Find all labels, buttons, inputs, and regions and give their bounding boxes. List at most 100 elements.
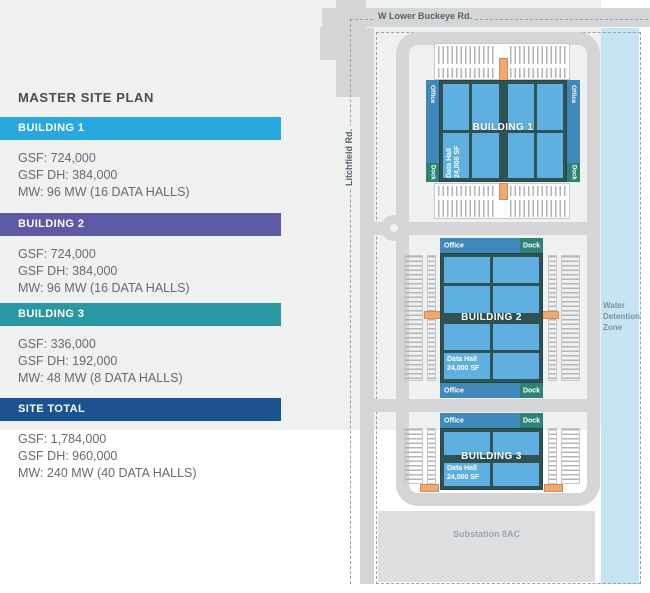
utility-connector xyxy=(424,311,441,319)
data-hall xyxy=(472,84,499,130)
data-hall xyxy=(444,323,490,350)
data-hall xyxy=(493,463,539,486)
dock-box: Dock xyxy=(520,383,543,398)
generator-row xyxy=(510,186,568,196)
campus-ring-road xyxy=(396,32,600,506)
substation-pad: Substation 8AC xyxy=(378,511,595,582)
building1-name: BUILDING 1 xyxy=(472,122,534,133)
roundabout xyxy=(381,215,407,241)
office-label: Office xyxy=(444,387,464,394)
building2-office-south: Office Dock xyxy=(440,383,543,398)
office-label: Office xyxy=(444,242,464,249)
data-hall xyxy=(443,132,470,178)
building1-data-halls xyxy=(439,80,567,182)
generator-row xyxy=(561,255,580,381)
office-strip: Office xyxy=(440,238,520,253)
generator-row xyxy=(438,200,496,217)
buckeye-road xyxy=(322,8,650,27)
building3-generator-yard-east xyxy=(546,428,580,484)
hall-row xyxy=(444,463,539,486)
dock-label: Dock xyxy=(570,165,577,180)
generator-row xyxy=(510,46,568,64)
data-hall-size-label: Data Hall 24,000 SF xyxy=(447,465,480,481)
hall-row xyxy=(444,352,539,379)
hall-column xyxy=(472,84,499,178)
office-strip: Office xyxy=(440,413,520,428)
stat-line: GSF: 724,000 xyxy=(18,151,96,165)
litchfield-road-label: Litchfield Rd. xyxy=(344,126,354,189)
building2-stats: GSF: 724,000 GSF DH: 384,000 MW: 96 MW (… xyxy=(18,246,190,297)
stat-line: MW: 96 MW (16 DATA HALLS) xyxy=(18,185,190,199)
litchfield-centerline xyxy=(350,19,351,584)
dock-box: Dock xyxy=(520,413,543,428)
utility-connector xyxy=(542,311,559,319)
data-hall xyxy=(444,432,490,455)
stat-line: GSF DH: 384,000 xyxy=(18,264,118,278)
building2-name: BUILDING 2 xyxy=(461,312,522,323)
utility-connector xyxy=(499,183,508,200)
hall-row xyxy=(444,286,539,313)
generator-row xyxy=(427,428,436,484)
generator-row xyxy=(510,68,568,78)
data-hall xyxy=(444,463,490,486)
dock-box: Dock xyxy=(520,238,543,253)
data-hall xyxy=(443,84,470,130)
building1-dock-west: Dock xyxy=(426,163,439,182)
generator-row xyxy=(438,46,496,64)
stat-line: GSF DH: 192,000 xyxy=(18,354,118,368)
page-title: MASTER SITE PLAN xyxy=(18,90,154,105)
stat-line: GSF: 724,000 xyxy=(18,247,96,261)
site-total-stats: GSF: 1,784,000 GSF DH: 960,000 MW: 240 M… xyxy=(18,431,197,482)
building2-office-north: Office Dock xyxy=(440,238,543,253)
building3-generator-yard-west xyxy=(404,428,438,484)
data-hall-size-label: Data Hall 24,000 SF xyxy=(447,356,480,372)
building1-dock-east: Dock xyxy=(567,163,580,182)
building3-data-halls xyxy=(440,428,543,490)
boundary-road xyxy=(360,28,374,584)
water-detention-zone xyxy=(601,28,639,584)
building3-stats: GSF: 336,000 GSF DH: 192,000 MW: 48 MW (… xyxy=(18,336,183,387)
data-hall xyxy=(444,257,490,284)
hall-row xyxy=(444,257,539,284)
data-hall xyxy=(493,432,539,455)
generator-row xyxy=(438,186,496,196)
stat-line: GSF: 1,784,000 xyxy=(18,432,107,446)
building1-plan: Office Dock Office Dock Data xyxy=(426,80,580,182)
buckeye-centerline xyxy=(350,19,648,20)
data-hall-size-label: Data Hall 24,000 SF xyxy=(446,145,461,178)
water-zone-label: Water Detention Zone xyxy=(603,301,640,332)
data-hall xyxy=(493,257,539,284)
building2-data-halls xyxy=(440,253,543,383)
office-strip: Office xyxy=(440,383,520,398)
data-hall xyxy=(507,84,534,130)
building3-plan: Office Dock Data Hall 24,000 SF BUILDING… xyxy=(440,413,543,490)
road-corner xyxy=(320,27,338,60)
generator-row xyxy=(438,68,496,78)
building1-office-east: Office Dock xyxy=(567,80,580,182)
office-label: Office xyxy=(429,85,436,104)
stat-line: GSF DH: 384,000 xyxy=(18,168,118,182)
dock-label: Dock xyxy=(522,417,541,424)
stat-line: GSF: 336,000 xyxy=(18,337,96,351)
data-hall xyxy=(472,132,499,178)
hall-column xyxy=(443,84,470,178)
hall-column xyxy=(507,84,534,178)
generator-row xyxy=(510,200,568,217)
hall-column xyxy=(536,84,563,178)
generator-row xyxy=(404,255,423,381)
substation-label: Substation 8AC xyxy=(452,529,520,539)
cross-road-1 xyxy=(374,222,590,235)
buckeye-road-label: W Lower Buckeye Rd. xyxy=(375,11,476,21)
utility-connector xyxy=(499,58,508,81)
utility-connector xyxy=(420,484,439,492)
dock-label: Dock xyxy=(522,387,541,394)
stat-line: MW: 240 MW (40 DATA HALLS) xyxy=(18,466,197,480)
building1-header-bar: BUILDING 1 xyxy=(0,117,281,140)
building1-office-west: Office Dock xyxy=(426,80,439,182)
stat-line: GSF DH: 960,000 xyxy=(18,449,118,463)
hall-row xyxy=(444,432,539,455)
site-total-header-bar: SITE TOTAL xyxy=(0,398,281,421)
building2-header-bar: BUILDING 2 xyxy=(0,213,281,236)
